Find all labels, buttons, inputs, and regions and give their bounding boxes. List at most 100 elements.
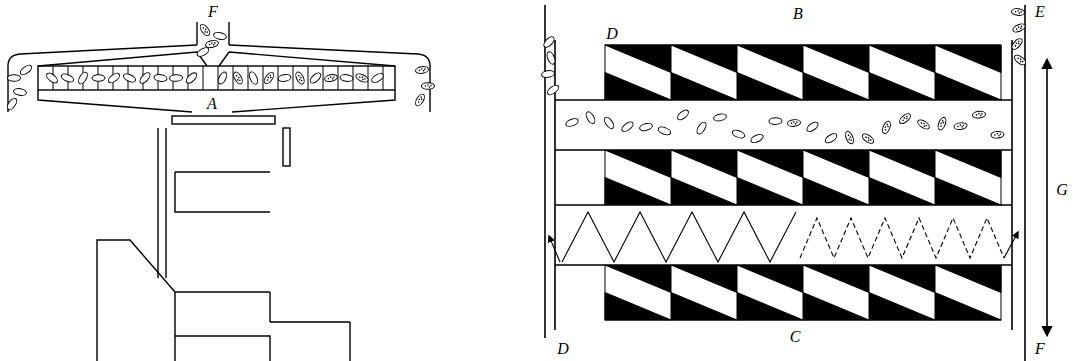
part-letter: C <box>788 328 803 346</box>
cell-outline <box>217 71 229 86</box>
cell-stipple <box>902 119 904 121</box>
cell <box>294 71 306 86</box>
cell <box>898 112 912 125</box>
cell-outline <box>6 97 19 111</box>
cell-stipple <box>847 134 849 136</box>
ratchet-tooth <box>605 178 671 206</box>
compartment-divider <box>233 66 234 90</box>
cell <box>937 116 948 131</box>
cell <box>972 111 986 119</box>
cell-stipple <box>362 78 364 80</box>
cell-stipple <box>1020 11 1022 13</box>
cell-stipple <box>266 79 268 81</box>
cell-stipple <box>923 125 925 127</box>
ratchet-tooth <box>671 150 737 178</box>
cell <box>541 70 555 78</box>
cell-stipple <box>942 122 944 124</box>
cell-stipple <box>418 98 420 100</box>
cell-stipple <box>997 133 999 135</box>
ratchet-tooth <box>935 45 1001 73</box>
cell-stipple <box>333 76 335 78</box>
ratchet-tooth <box>737 293 803 321</box>
part-letter: F <box>206 3 220 21</box>
cell <box>750 133 765 144</box>
cell-stipple <box>1019 61 1021 63</box>
cell <box>603 116 616 130</box>
cell <box>169 74 182 81</box>
ratchet-tooth <box>935 293 1001 321</box>
ratchet-tooth <box>803 73 869 101</box>
cell-stipple <box>884 129 886 131</box>
cell-outline <box>213 31 227 40</box>
cell <box>565 117 580 128</box>
cell-stipple <box>328 78 330 80</box>
cell-outline <box>107 71 121 84</box>
ratchet-tooth <box>671 178 737 206</box>
cell-stipple <box>925 125 927 127</box>
cell <box>6 97 19 111</box>
cell-stipple <box>421 98 423 100</box>
cell-outline <box>13 88 27 97</box>
cell-outline <box>185 71 199 85</box>
cell-outline <box>60 73 75 84</box>
cell-stipple <box>298 75 300 77</box>
cell <box>657 126 672 137</box>
cell-stipple <box>1020 27 1022 29</box>
cell <box>584 110 596 125</box>
compartment-divider <box>293 66 294 90</box>
ratchet-tooth <box>935 178 1001 206</box>
cell <box>824 132 839 144</box>
cell <box>805 120 819 133</box>
cell <box>185 71 199 85</box>
cell-stipple <box>269 74 271 76</box>
cell-outline <box>309 71 323 85</box>
cell-outline <box>844 130 855 145</box>
cell <box>60 73 75 84</box>
cell <box>198 23 211 37</box>
cell-stipple <box>796 121 798 123</box>
cell-outline <box>787 119 801 127</box>
part-letter: B <box>791 5 805 23</box>
cell-outline <box>695 121 708 135</box>
ratchet-tooth <box>935 73 1001 101</box>
cell <box>154 74 168 82</box>
ratchet-tooth <box>737 265 803 293</box>
channel-wall <box>545 5 1047 361</box>
channel-entrance <box>555 100 605 265</box>
particle-path <box>549 212 1018 262</box>
cell-stipple <box>1019 58 1021 60</box>
cell-outline <box>205 39 219 48</box>
ratchet-row <box>605 45 1001 100</box>
cell <box>1011 8 1025 16</box>
cell-outline <box>824 132 839 144</box>
cell-outline <box>370 72 385 84</box>
cell <box>1010 37 1024 51</box>
cell-outline <box>898 112 912 125</box>
cell-outline <box>45 71 59 84</box>
cell-stipple <box>430 85 432 87</box>
cell-outline <box>805 120 819 133</box>
ratchet-tooth <box>605 45 1001 320</box>
cell-outline <box>355 72 370 83</box>
cell-outline <box>916 118 930 131</box>
cell <box>1012 22 1027 33</box>
cell-stipple <box>848 138 850 140</box>
cell <box>340 74 354 82</box>
cell-outline <box>294 71 306 86</box>
cell-stipple <box>429 86 431 88</box>
ratchet-tooth <box>869 178 935 206</box>
cell-outline <box>154 74 168 82</box>
cell-stipple <box>364 78 366 80</box>
cell-stipple <box>795 123 797 125</box>
cell-outline <box>546 83 560 96</box>
cell-stipple <box>994 134 996 136</box>
cell <box>138 71 152 85</box>
exit-arrow <box>1004 232 1018 258</box>
cell <box>232 71 244 86</box>
compartment-divider <box>248 66 249 90</box>
cell <box>1013 53 1027 66</box>
particle-path <box>800 218 1004 258</box>
cell-outline <box>1012 22 1027 33</box>
